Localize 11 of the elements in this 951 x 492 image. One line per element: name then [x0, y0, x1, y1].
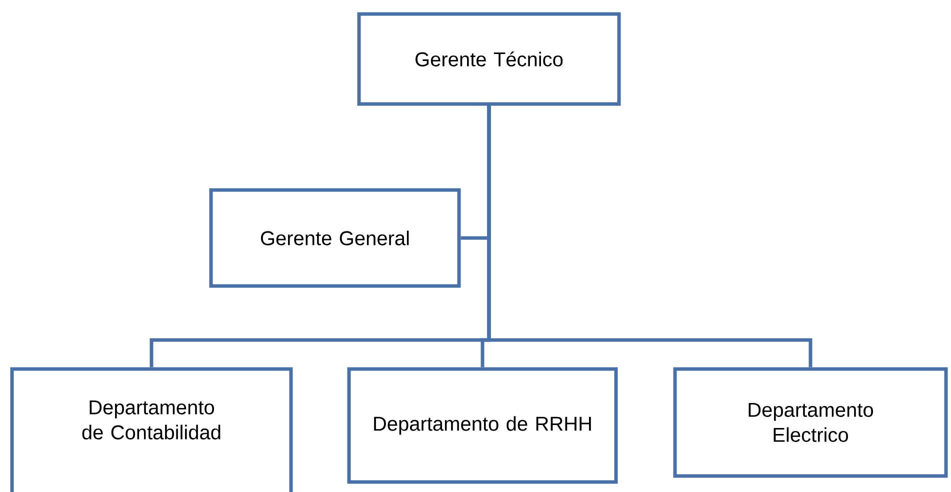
- org-box: [357, 12, 621, 106]
- node-label: Departamento Electrico: [748, 403, 874, 442]
- org-box: [209, 188, 461, 288]
- node-label: Departamento de RRHH: [374, 416, 591, 435]
- org-box: [673, 367, 948, 478]
- org-box: [10, 367, 293, 492]
- node-label: Gerente General: [260, 230, 409, 246]
- node-label: Gerente Técnico: [416, 52, 563, 66]
- node-label: Departamento de Contabilidad: [82, 400, 220, 440]
- connector-line: [487, 104, 812, 368]
- org-box: [347, 367, 618, 484]
